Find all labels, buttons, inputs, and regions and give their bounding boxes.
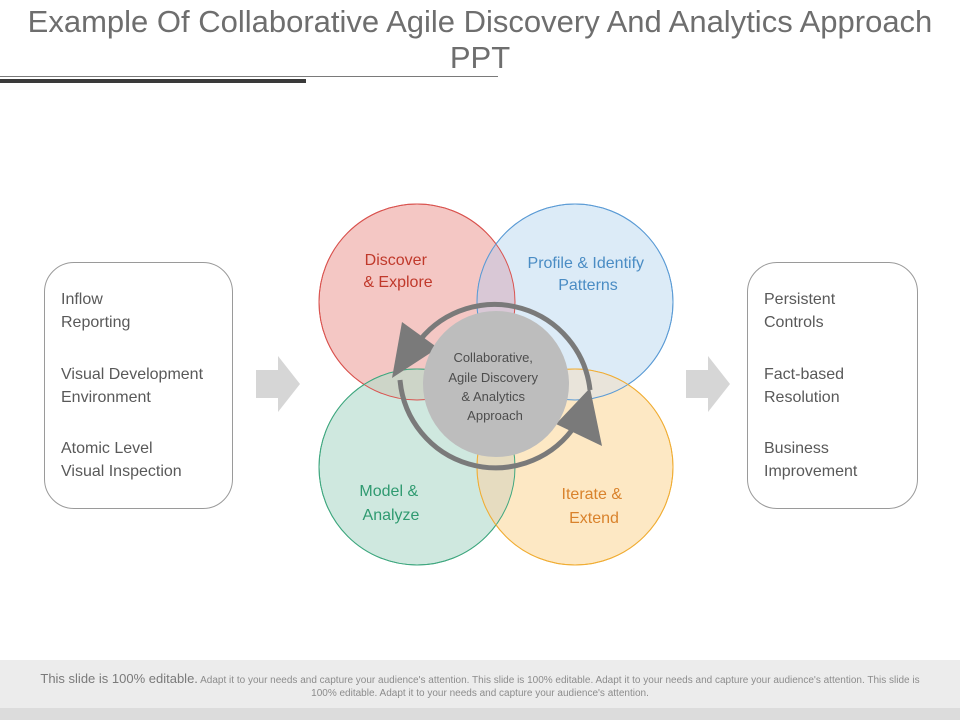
right-flow-arrow-icon — [686, 356, 730, 412]
label-center-line-4: Approach — [467, 408, 523, 423]
label-model-line-1: Model & — [359, 483, 418, 500]
label-discover: Discover & Explore — [363, 252, 432, 291]
label-iterate-line-2: Extend — [569, 510, 619, 527]
title-underline-thin — [0, 76, 498, 77]
cycle-arrowhead-upper-icon — [392, 322, 438, 378]
label-discover-line-1: Discover — [365, 252, 428, 269]
label-iterate: Iterate & Extend — [562, 486, 627, 527]
label-center-line-1: Collaborative, — [453, 350, 533, 365]
label-model-line-2: Analyze — [363, 507, 420, 524]
label-profile-line-1: Profile & Identify — [528, 255, 645, 272]
label-center: Collaborative, Agile Discovery & Analyti… — [448, 350, 541, 423]
left-item-3: Atomic Level Visual Inspection — [61, 440, 182, 480]
cycle-arrow-upper-icon — [418, 302, 593, 391]
center-circle — [423, 311, 569, 457]
label-profile-line-2: Patterns — [558, 277, 618, 294]
right-output-box — [747, 262, 918, 509]
bottom-strip — [0, 708, 960, 720]
cycle-arrowhead-lower-icon — [556, 388, 602, 446]
right-item-2: Fact-based Resolution — [764, 366, 845, 406]
title-underline-thick — [0, 79, 306, 83]
left-input-box — [44, 262, 233, 509]
right-item-3: Business Improvement — [764, 440, 858, 480]
left-item-1: Inflow Reporting — [61, 291, 131, 331]
label-discover-line-2: & Explore — [363, 274, 432, 291]
label-model: Model & Analyze — [359, 483, 422, 524]
slide-title: Example Of Collaborative Agile Discovery… — [27, 4, 933, 75]
left-flow-arrow-icon — [256, 356, 300, 412]
cycle-arrow-lower-icon — [397, 379, 574, 471]
right-item-1: Persistent Controls — [764, 291, 836, 331]
left-item-2: Visual Development Environment — [61, 366, 204, 406]
label-iterate-line-1: Iterate & — [562, 486, 623, 503]
label-center-line-3: & Analytics — [461, 389, 525, 404]
label-profile: Profile & Identify Patterns — [528, 255, 649, 294]
footer-lead-text: This slide is 100% editable. — [40, 671, 198, 686]
label-center-line-2: Agile Discovery — [448, 370, 538, 385]
footer-body-text: Adapt it to your needs and capture your … — [200, 675, 920, 699]
footer-note: This slide is 100% editable. Adapt it to… — [0, 660, 960, 708]
